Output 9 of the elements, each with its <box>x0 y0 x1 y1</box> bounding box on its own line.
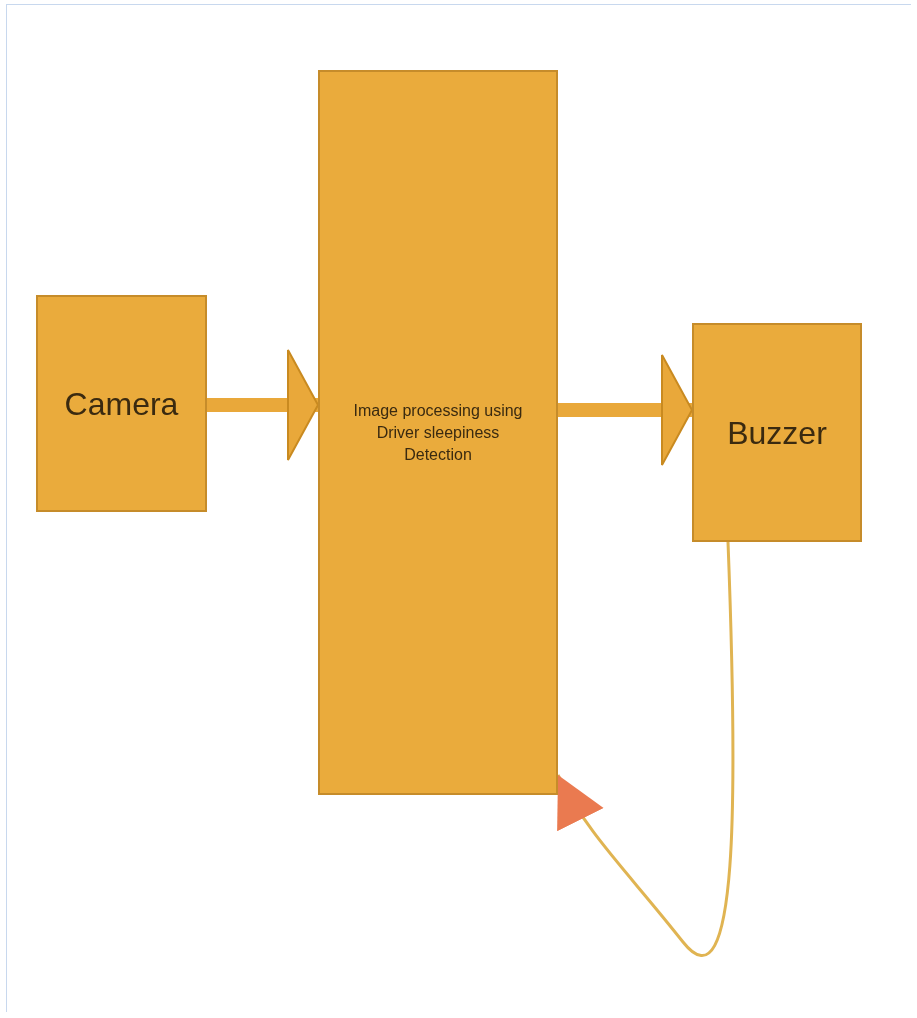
box-label: Image processing using Driver sleepiness Detection <box>353 400 523 465</box>
arrow <box>207 349 319 461</box>
process-box <box>692 323 862 542</box>
box-label: Buzzer <box>726 413 828 453</box>
box-label: Camera <box>63 384 180 424</box>
arrow <box>556 541 735 956</box>
process-box <box>318 70 558 795</box>
arrow <box>558 354 693 466</box>
process-box <box>36 295 207 512</box>
